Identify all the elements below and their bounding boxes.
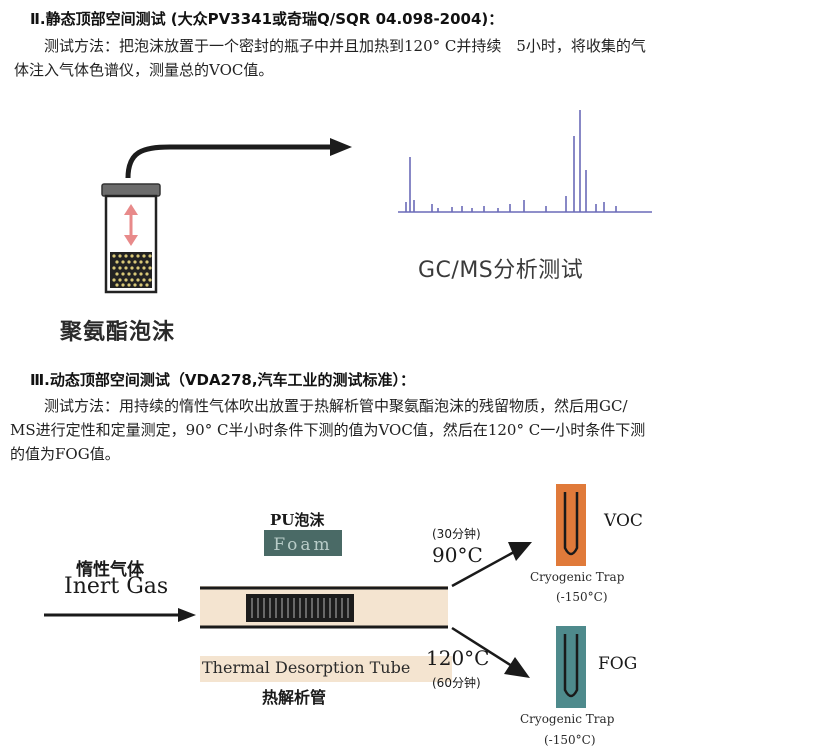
section3-heading: Ⅲ.动态顶部空间测试（VDA278,汽车工业的测试标准）： bbox=[30, 371, 416, 389]
tube-label-en: Thermal Desorption Tube bbox=[202, 658, 411, 677]
gcms-spectrum bbox=[398, 110, 652, 213]
fog-trap bbox=[556, 626, 586, 708]
tube-label-band bbox=[200, 656, 452, 682]
fog-trap-tube bbox=[563, 634, 579, 698]
fog-temperature: 120°C bbox=[426, 646, 490, 670]
fog-arrow-head bbox=[504, 657, 530, 678]
voc-temperature: 90°C bbox=[432, 543, 483, 567]
vial-cap bbox=[101, 183, 161, 197]
headspace-arrow-up bbox=[124, 204, 138, 215]
voc-time: (30分钟) bbox=[432, 527, 481, 541]
section2-heading: Ⅱ.静态顶部空间测试 (大众PV3341或奇瑞Q/SQR 04.098-2004… bbox=[30, 10, 504, 28]
pu-foam-label: PU泡沫 bbox=[270, 511, 325, 529]
voc-arrow-head bbox=[508, 542, 532, 561]
section2-method-line1: 测试方法：把泡沫放置于一个密封的瓶子中并且加热到120° C并持续 5小时，将收… bbox=[44, 37, 646, 55]
voc-label: VOC bbox=[604, 511, 643, 531]
voc-arrow-line bbox=[451, 550, 515, 588]
vial-foam-pattern bbox=[112, 254, 152, 287]
voc-trap bbox=[556, 484, 586, 566]
voc-trap-label: Cryogenic Trap bbox=[530, 570, 625, 584]
foam-box bbox=[264, 530, 342, 556]
section3-method: 测试方法：用持续的惰性气体吹出放置于热解析管中聚氨酯泡沫的残留物质，然后用GC/ bbox=[44, 394, 628, 418]
inert-gas-en: Inert Gas bbox=[64, 574, 169, 599]
dynamic-headspace-diagram bbox=[44, 484, 586, 708]
vial bbox=[101, 183, 161, 294]
gcms-label: GC/MS分析测试 bbox=[418, 258, 584, 283]
section2-method-cont: 体注入气体色谱仪，测量总的VOC值。 bbox=[14, 58, 273, 82]
inert-gas-cn: 惰性气体 bbox=[76, 560, 144, 580]
voc-trap-temp: (-150°C) bbox=[556, 590, 608, 604]
vial-label: 聚氨酯泡沫 bbox=[60, 320, 176, 345]
section3-method-cont: MS进行定性和定量测定，90° C半小时条件下测的值为VOC值，然后在120° … bbox=[10, 418, 645, 466]
fog-trap-label: Cryogenic Trap bbox=[520, 712, 615, 726]
vial-foam bbox=[110, 252, 152, 288]
voc-trap-tube bbox=[563, 492, 579, 556]
tube-foam-pattern bbox=[251, 598, 349, 618]
tube-label-cn: 热解析管 bbox=[262, 688, 327, 707]
section3-method-line1: 测试方法：用持续的惰性气体吹出放置于热解析管中聚氨酯泡沫的残留物质，然后用GC/ bbox=[44, 397, 628, 415]
section2-method-line2: 体注入气体色谱仪，测量总的VOC值。 bbox=[14, 61, 274, 79]
headspace-arrow-down bbox=[124, 235, 138, 246]
section2-method: 测试方法：把泡沫放置于一个密封的瓶子中并且加热到120° C并持续 5小时，将收… bbox=[44, 34, 646, 58]
transfer-arrow-head bbox=[330, 138, 352, 156]
static-headspace-diagram bbox=[101, 110, 652, 294]
section3-method-line3: 的值为FOG值。 bbox=[10, 445, 120, 463]
fog-time: (60分钟) bbox=[432, 676, 481, 690]
fog-label: FOG bbox=[598, 654, 638, 674]
foam-text: Foam bbox=[273, 535, 333, 555]
section3-method-line2: MS进行定性和定量测定，90° C半小时条件下测的值为VOC值，然后在120° … bbox=[10, 421, 646, 439]
transfer-arrow-line bbox=[125, 144, 332, 179]
fog-arrow-line bbox=[451, 626, 513, 668]
fog-trap-temp: (-150°C) bbox=[544, 733, 596, 747]
inert-gas-arrow-head bbox=[178, 608, 196, 622]
